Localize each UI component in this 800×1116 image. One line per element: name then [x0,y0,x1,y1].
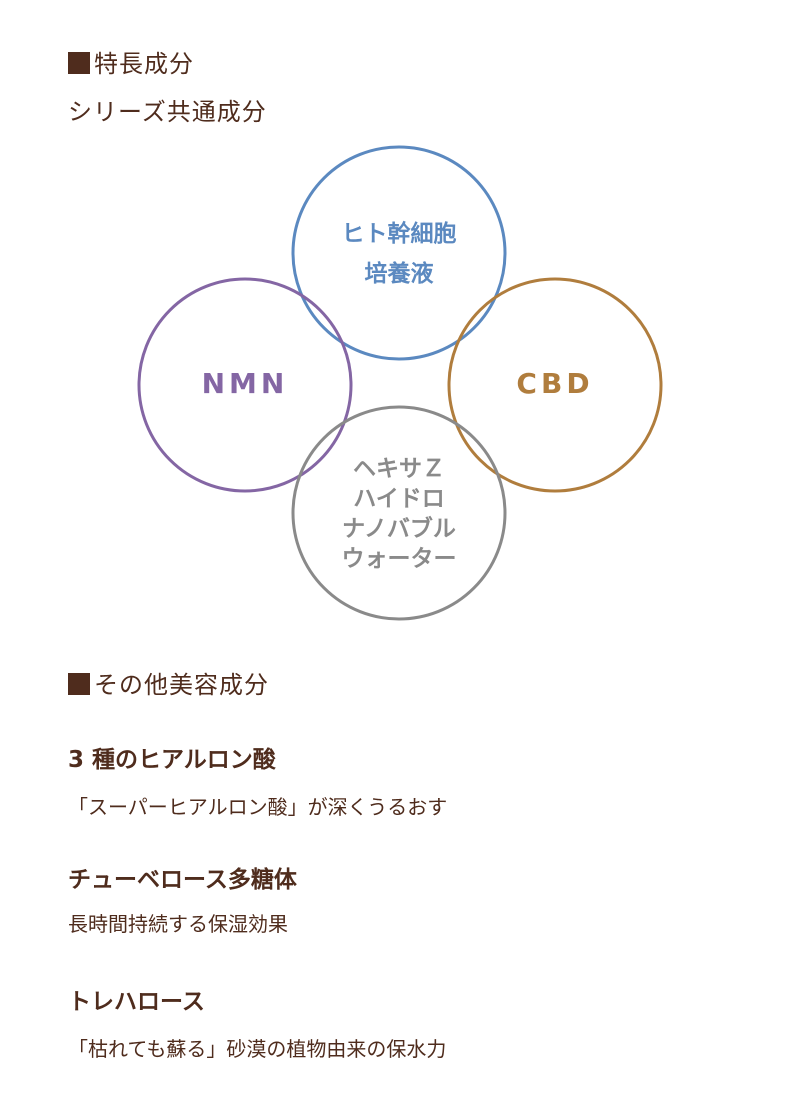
ingredient-name: チューベロース多糖体 [68,867,297,893]
ingredient-desc: 「スーパーヒアルロン酸」が深くうるおす [68,795,448,819]
venn-label-cbd: CBD [516,367,594,400]
venn-label-water: ヘキサＺ ハイドロナノバブルウォーター [299,454,499,574]
label-line: ヘキサＺ [353,456,445,482]
section-heading-features: 特長成分 [68,44,194,79]
square-bullet-icon [68,673,90,695]
ingredient-desc: 長時間持続する保湿効果 [68,912,288,936]
square-bullet-icon [68,52,90,74]
heading-text: その他美容成分 [94,671,269,699]
ingredient-name: 3 種のヒアルロン酸 [68,747,276,773]
circle-water [291,405,507,621]
label-line: ハイドロ [353,486,445,512]
label-line: 培養液 [364,261,434,287]
venn-label-stem-cell: ヒト幹細胞培養液 [299,214,499,294]
heading-text: 特長成分 [94,50,194,78]
venn-diagram [137,145,663,621]
circle-stem-cell [291,145,507,361]
label-line: ウォーター [341,546,457,572]
label-line: ヒト幹細胞 [341,221,457,247]
ingredient-name: トレハロース [68,989,205,1015]
section-subheading: シリーズ共通成分 [68,98,267,126]
circle-cbd [447,277,663,493]
section-heading-other: その他美容成分 [68,665,269,700]
label-line: ナノバブル [342,516,456,542]
circle-nmn [137,277,353,493]
ingredient-desc: 「枯れても蘇る」砂漠の植物由来の保水力 [68,1037,447,1061]
venn-label-nmn: NMN [201,367,289,400]
